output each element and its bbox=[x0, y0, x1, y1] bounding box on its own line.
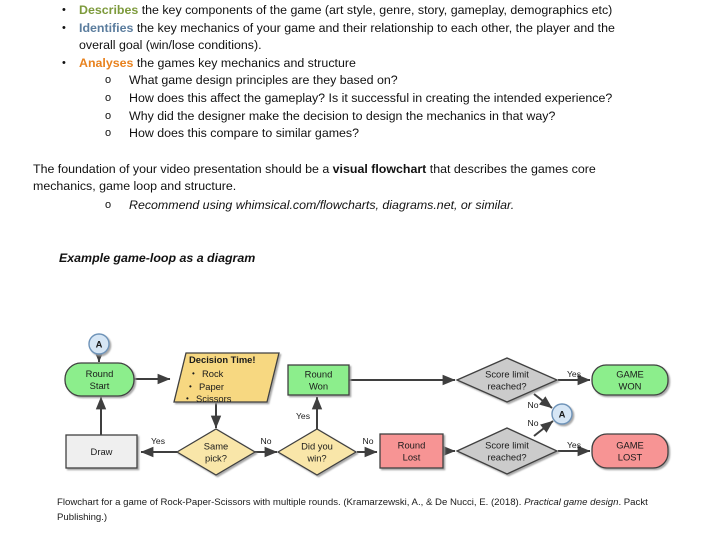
node-did-you-win[interactable]: Did you win? bbox=[276, 428, 358, 476]
connector-node-a-top[interactable]: A bbox=[88, 333, 110, 355]
sub-bullet-marker: o bbox=[105, 91, 112, 104]
node-decision-item-1: Rock bbox=[202, 368, 224, 379]
node-same-pick-line2: pick? bbox=[205, 453, 227, 464]
node-game-won[interactable]: GAME WON bbox=[591, 364, 669, 396]
edge-label-did-you-win-yes: Yes bbox=[296, 411, 310, 421]
list-item-rest: the games key mechanics and structure bbox=[133, 55, 356, 70]
figure-caption: Flowchart for a game of Rock-Paper-Sciss… bbox=[57, 495, 653, 525]
sub-list-item-text: How does this compare to similar games? bbox=[129, 126, 360, 141]
decision-bullet-icon: • bbox=[186, 394, 189, 403]
caption-part1: Flowchart for a game of Rock-Paper-Sciss… bbox=[57, 497, 525, 508]
sub-list-item-text: What game design principles are they bas… bbox=[129, 73, 398, 88]
paragraph-bold: visual flowchart bbox=[332, 161, 427, 176]
node-round-start-line1: Round bbox=[86, 368, 114, 379]
node-score-limit-bottom-line2: reached? bbox=[487, 452, 526, 463]
page-title: Example game-loop as a diagram bbox=[59, 250, 256, 265]
node-draw-label: Draw bbox=[91, 446, 113, 457]
edge-label-limit-bot-yes: Yes bbox=[567, 440, 581, 450]
list-item-text: Describes the key components of the game… bbox=[79, 2, 642, 20]
edge-limit-top-no-to-connA bbox=[533, 393, 553, 409]
connector-node-a-mid[interactable]: A bbox=[551, 403, 573, 425]
list-item-rest: the key mechanics of your game and their… bbox=[79, 20, 615, 53]
list-item-text: Identifies the key mechanics of your gam… bbox=[79, 20, 642, 55]
bullet-marker: • bbox=[62, 21, 66, 34]
list-item-rest: the key components of the game (art styl… bbox=[138, 3, 613, 17]
sub-bullet-marker: o bbox=[105, 109, 112, 122]
node-round-won-line2: Won bbox=[309, 381, 328, 392]
list-item: • Describes the key components of the ga… bbox=[0, 2, 702, 20]
keyword-identifies: Identifies bbox=[79, 20, 134, 35]
paragraph-part2: that describes the games core mechanics,… bbox=[33, 161, 596, 194]
edge-label-limit-top-yes: Yes bbox=[567, 369, 581, 379]
node-round-lost[interactable]: Round Lost bbox=[379, 433, 444, 469]
recommend-bullet-list: o Recommend using whimsical.com/flowchar… bbox=[0, 197, 702, 215]
node-game-lost[interactable]: GAME LOST bbox=[591, 433, 669, 469]
node-did-you-win-line2: win? bbox=[306, 453, 326, 464]
list-item: • Analyses the games key mechanics and s… bbox=[0, 55, 702, 73]
node-same-pick-line1: Same bbox=[204, 441, 229, 452]
sub-list-item: o How does this compare to similar games… bbox=[0, 125, 702, 143]
node-round-won[interactable]: Round Won bbox=[287, 364, 350, 396]
node-did-you-win-line1: Did you bbox=[301, 441, 333, 452]
list-item: • Identifies the key mechanics of your g… bbox=[0, 20, 702, 55]
sub-list-item: o What game design principles are they b… bbox=[0, 72, 702, 90]
node-decision-time[interactable]: Decision Time! • Rock • Paper • Scissors bbox=[173, 352, 280, 404]
sub-bullet-marker: o bbox=[105, 74, 112, 87]
bullet-marker: • bbox=[62, 56, 66, 69]
node-round-start[interactable]: Round Start bbox=[64, 362, 135, 397]
node-decision-title: Decision Time! bbox=[189, 354, 256, 365]
edge-limit-bot-no-to-connA bbox=[533, 420, 554, 437]
main-bullet-list: • Describes the key components of the ga… bbox=[0, 2, 702, 72]
sub-bullet-marker: o bbox=[105, 127, 112, 140]
sub-list-item-text: Why did the designer make the decision t… bbox=[129, 108, 556, 123]
node-score-limit-top[interactable]: Score limit reached? bbox=[455, 357, 559, 403]
node-round-start-line2: Start bbox=[90, 380, 110, 391]
node-score-limit-top-line2: reached? bbox=[487, 381, 526, 392]
keyword-analyses: Analyses bbox=[79, 55, 134, 70]
node-round-won-line1: Round bbox=[305, 369, 333, 380]
node-decision-item-3: Scissors bbox=[196, 393, 232, 404]
sub-list-item: o How does this affect the gameplay? Is … bbox=[0, 90, 702, 108]
node-game-won-line1: GAME bbox=[616, 369, 644, 380]
node-decision-item-2: Paper bbox=[199, 381, 224, 392]
edge-label-limit-top-no: No bbox=[528, 400, 539, 410]
sub-bullet-marker: o bbox=[105, 198, 112, 211]
node-round-lost-line2: Lost bbox=[403, 452, 421, 463]
node-same-pick[interactable]: Same pick? bbox=[175, 428, 257, 476]
keyword-describes: Describes bbox=[79, 3, 139, 17]
sub-bullet-list: o What game design principles are they b… bbox=[0, 72, 702, 142]
sub-list-item: o Why did the designer make the decision… bbox=[0, 108, 702, 126]
edge-label-same-pick-no: No bbox=[261, 436, 272, 446]
node-game-won-line2: WON bbox=[619, 381, 642, 392]
node-game-lost-line1: GAME bbox=[616, 440, 644, 451]
node-round-lost-line1: Round bbox=[398, 440, 426, 451]
edge-label-did-you-win-no: No bbox=[363, 436, 374, 446]
bullet-marker: • bbox=[62, 4, 66, 16]
node-score-limit-bottom-line1: Score limit bbox=[485, 440, 529, 451]
connector-a-mid-label: A bbox=[559, 409, 566, 420]
paragraph-foundation: The foundation of your video presentatio… bbox=[33, 161, 640, 196]
node-game-lost-line2: LOST bbox=[618, 452, 643, 463]
document-body: • Describes the key components of the ga… bbox=[0, 2, 702, 265]
edge-label-limit-bot-no: No bbox=[528, 418, 539, 428]
node-score-limit-bottom[interactable]: Score limit reached? bbox=[455, 427, 559, 475]
sub-list-item: o Recommend using whimsical.com/flowchar… bbox=[0, 197, 702, 215]
decision-bullet-icon: • bbox=[192, 369, 195, 378]
caption-italic-title: Practical game design bbox=[524, 497, 619, 508]
list-item-text: Analyses the games key mechanics and str… bbox=[79, 55, 642, 73]
edge-label-same-pick-yes: Yes bbox=[151, 436, 165, 446]
decision-bullet-icon: • bbox=[189, 382, 192, 391]
recommend-tools-text: Recommend using whimsical.com/flowcharts… bbox=[129, 197, 515, 212]
caption-part2: . Packt Publishing.) bbox=[57, 497, 648, 523]
connector-a-top-label: A bbox=[96, 339, 103, 350]
sub-list-item-text: How does this affect the gameplay? Is it… bbox=[129, 90, 613, 105]
node-draw[interactable]: Draw bbox=[65, 434, 138, 469]
paragraph-part1: The foundation of your video presentatio… bbox=[33, 161, 333, 176]
node-score-limit-top-line1: Score limit bbox=[485, 369, 529, 380]
